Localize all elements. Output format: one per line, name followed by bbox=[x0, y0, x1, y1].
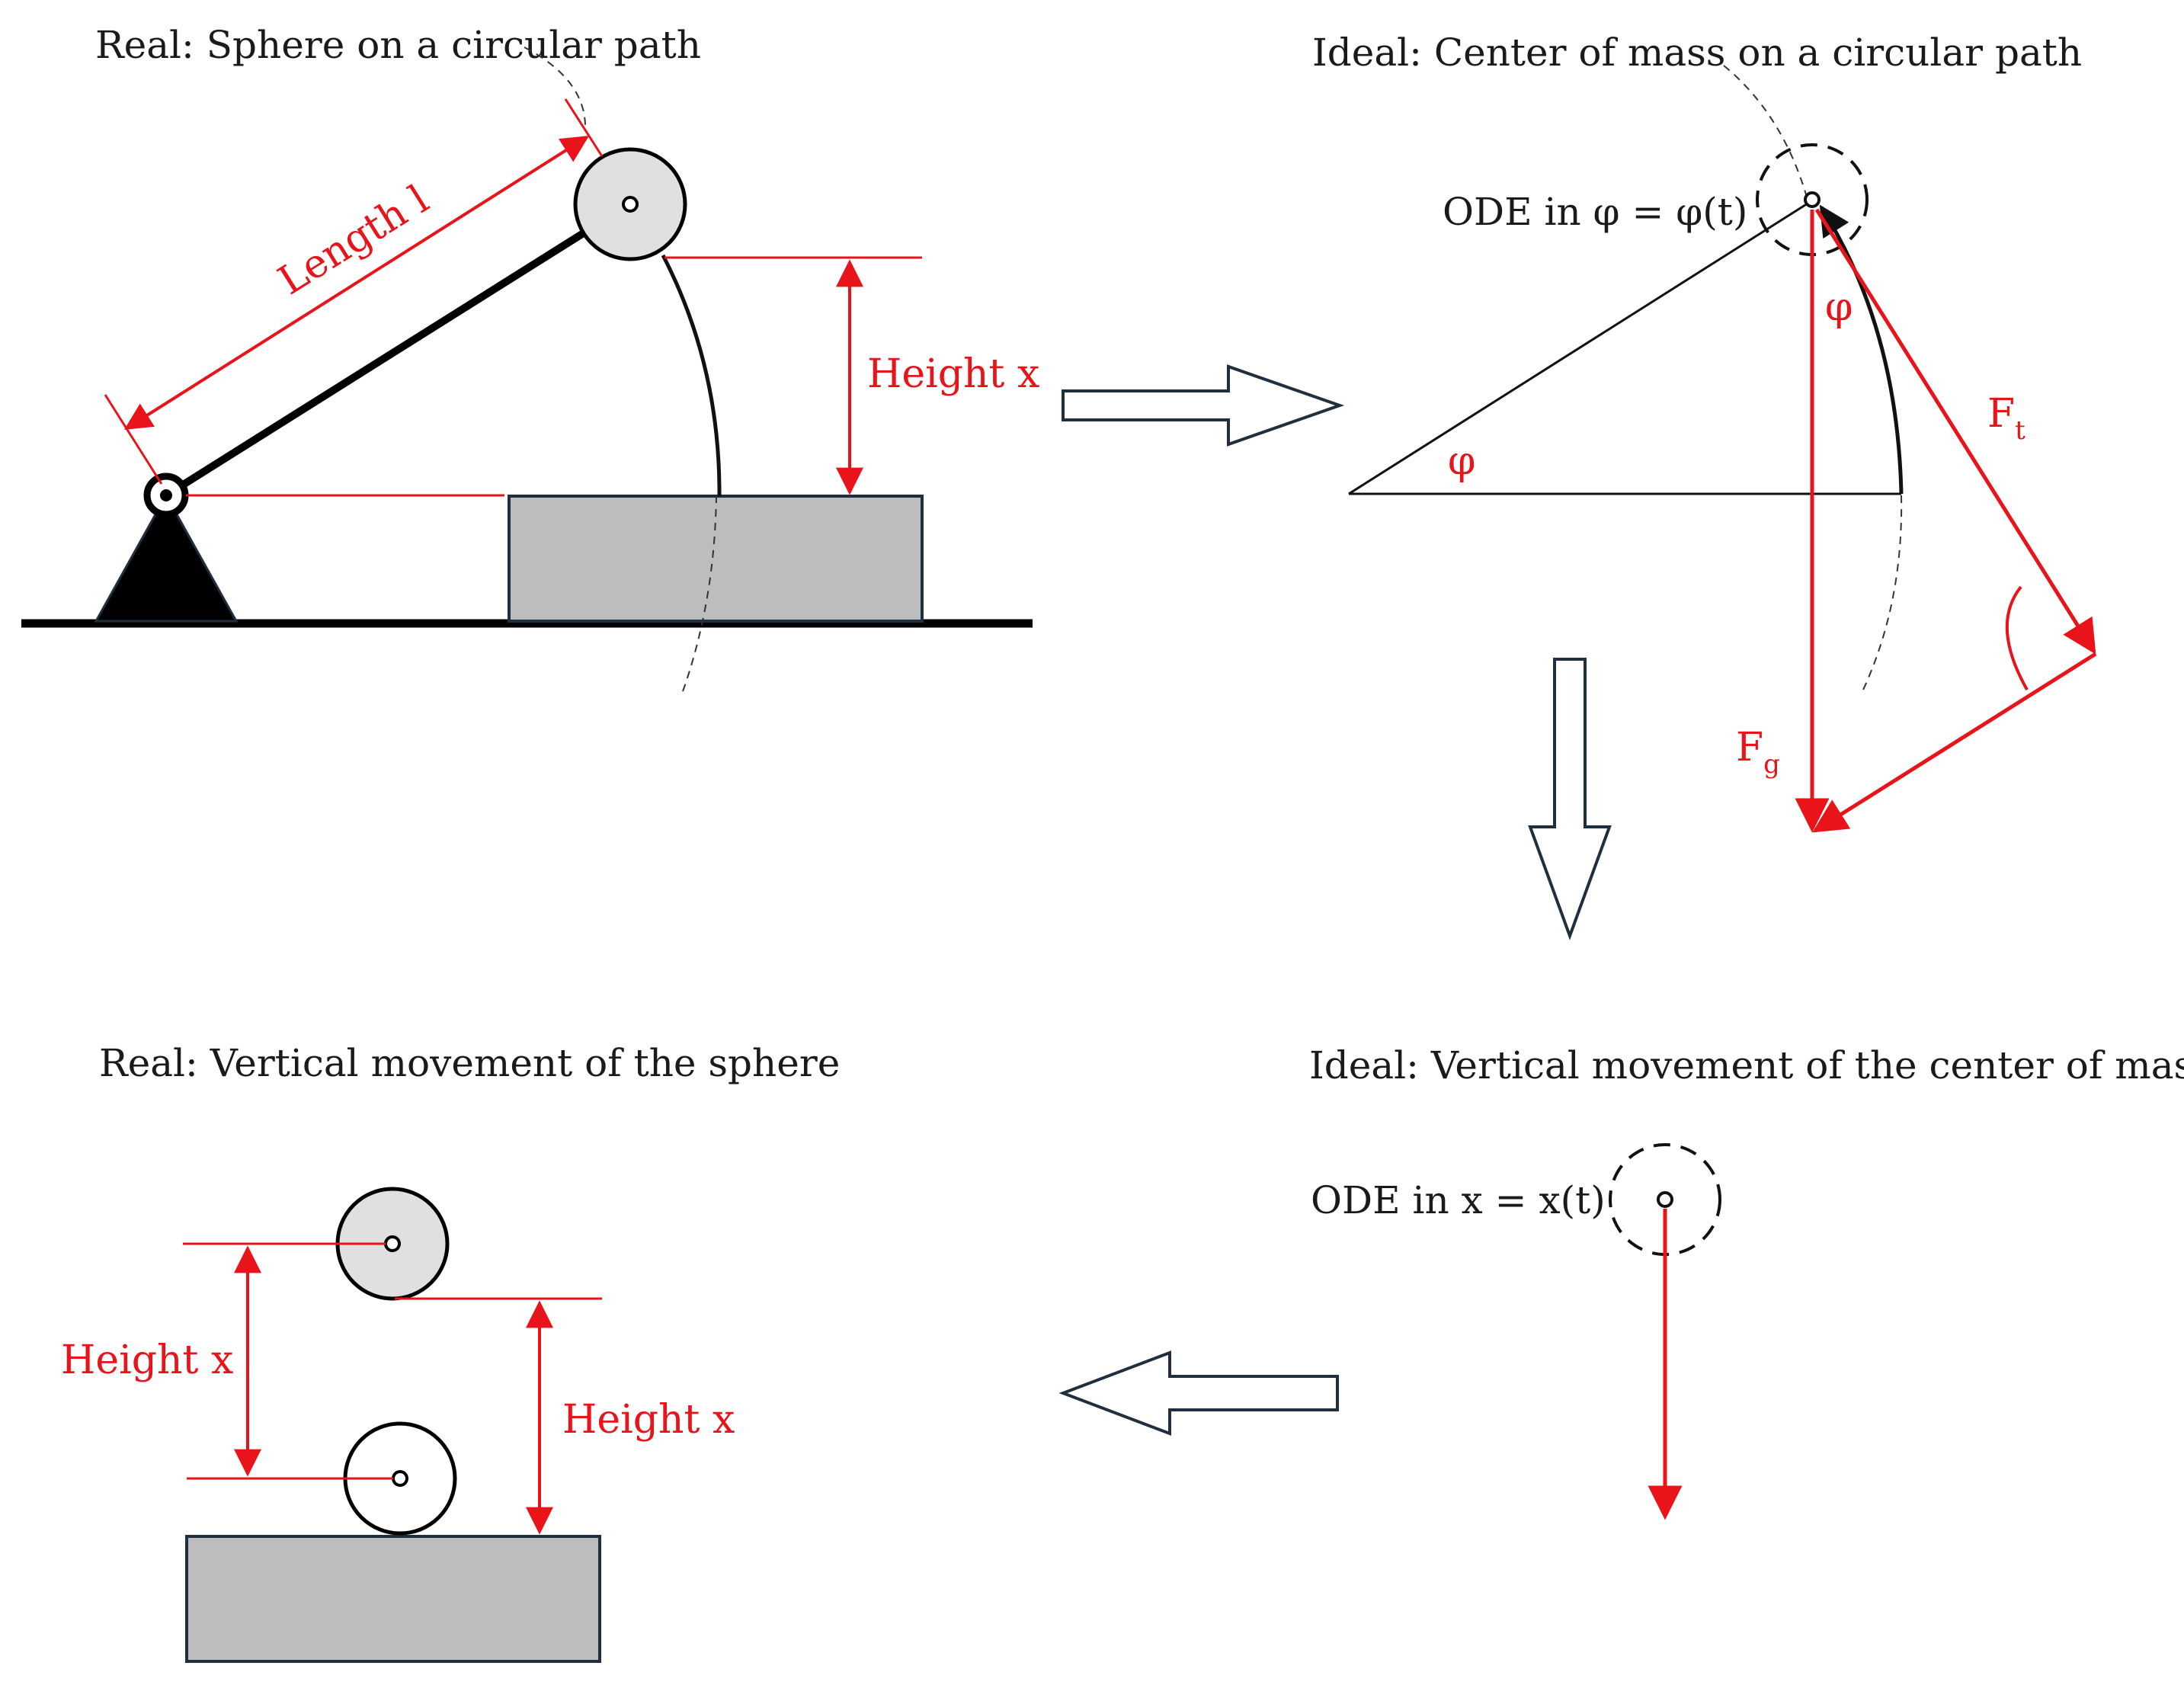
panel-real-circular: Real: Sphere on a circular path Length l… bbox=[21, 23, 1039, 694]
force-fg-label: Fg bbox=[1736, 725, 1780, 780]
ode-phi-label: ODE in φ = φ(t) bbox=[1443, 190, 1747, 234]
angle-phi-base: φ bbox=[1448, 438, 1475, 484]
panel-ideal-circular: Ideal: Center of mass on a circular path… bbox=[1312, 30, 2097, 833]
height-label-right: Height x bbox=[562, 1397, 735, 1443]
ft-sub: t bbox=[2015, 415, 2025, 446]
title-real-vertical: Real: Vertical movement of the sphere bbox=[99, 1041, 840, 1085]
force-component-arrow bbox=[1812, 652, 2097, 833]
circular-path-dashed-lower bbox=[681, 495, 717, 694]
height-label-left: Height x bbox=[61, 1337, 233, 1383]
height-label-top: Height x bbox=[867, 351, 1039, 397]
sphere-upper-center bbox=[384, 1235, 401, 1252]
fg-sub: g bbox=[1763, 749, 1780, 780]
circular-path-arc bbox=[661, 254, 722, 497]
length-dimension-arrow bbox=[123, 136, 590, 430]
ideal-circular-path-dashed bbox=[1723, 65, 1808, 200]
block bbox=[508, 495, 924, 623]
force-tangential-arrow bbox=[1814, 208, 2096, 655]
pivot-center bbox=[160, 489, 172, 501]
ideal-com-point bbox=[1657, 1191, 1673, 1208]
right-angle-arc bbox=[2005, 585, 2029, 690]
bottom-block bbox=[185, 1535, 601, 1663]
ideal-circular-path-dashed-lower bbox=[1862, 495, 1903, 690]
arrow-left-icon bbox=[1058, 1350, 1339, 1436]
panel-real-vertical: Real: Vertical movement of the sphere He… bbox=[61, 1041, 840, 1663]
ft-main: F bbox=[1987, 391, 2015, 437]
title-real-circular: Real: Sphere on a circular path bbox=[95, 23, 701, 67]
triangle-hypotenuse bbox=[1348, 198, 1814, 495]
title-ideal-circular: Ideal: Center of mass on a circular path bbox=[1312, 30, 2082, 75]
length-dim-tick-right bbox=[564, 98, 604, 157]
ode-x-label: ODE in x = x(t) bbox=[1311, 1178, 1606, 1222]
arrow-down-icon bbox=[1528, 658, 1612, 940]
arrow-right-icon bbox=[1062, 364, 1345, 447]
force-ft-label: Ft bbox=[1987, 391, 2025, 446]
fg-main: F bbox=[1736, 725, 1763, 770]
pivot-support bbox=[94, 492, 239, 623]
ideal-arc-with-arrow bbox=[1819, 204, 1904, 495]
circular-path-dashed bbox=[524, 46, 587, 130]
panel-ideal-vertical: Ideal: Vertical movement of the center o… bbox=[1309, 1043, 2184, 1520]
sphere-center bbox=[622, 196, 639, 213]
sphere-lower-center bbox=[392, 1470, 408, 1487]
title-ideal-vertical: Ideal: Vertical movement of the center o… bbox=[1309, 1043, 2184, 1088]
center-of-mass-point bbox=[1804, 191, 1821, 208]
length-dim-tick-left bbox=[104, 394, 163, 485]
angle-phi-vertical: φ bbox=[1825, 284, 1853, 330]
